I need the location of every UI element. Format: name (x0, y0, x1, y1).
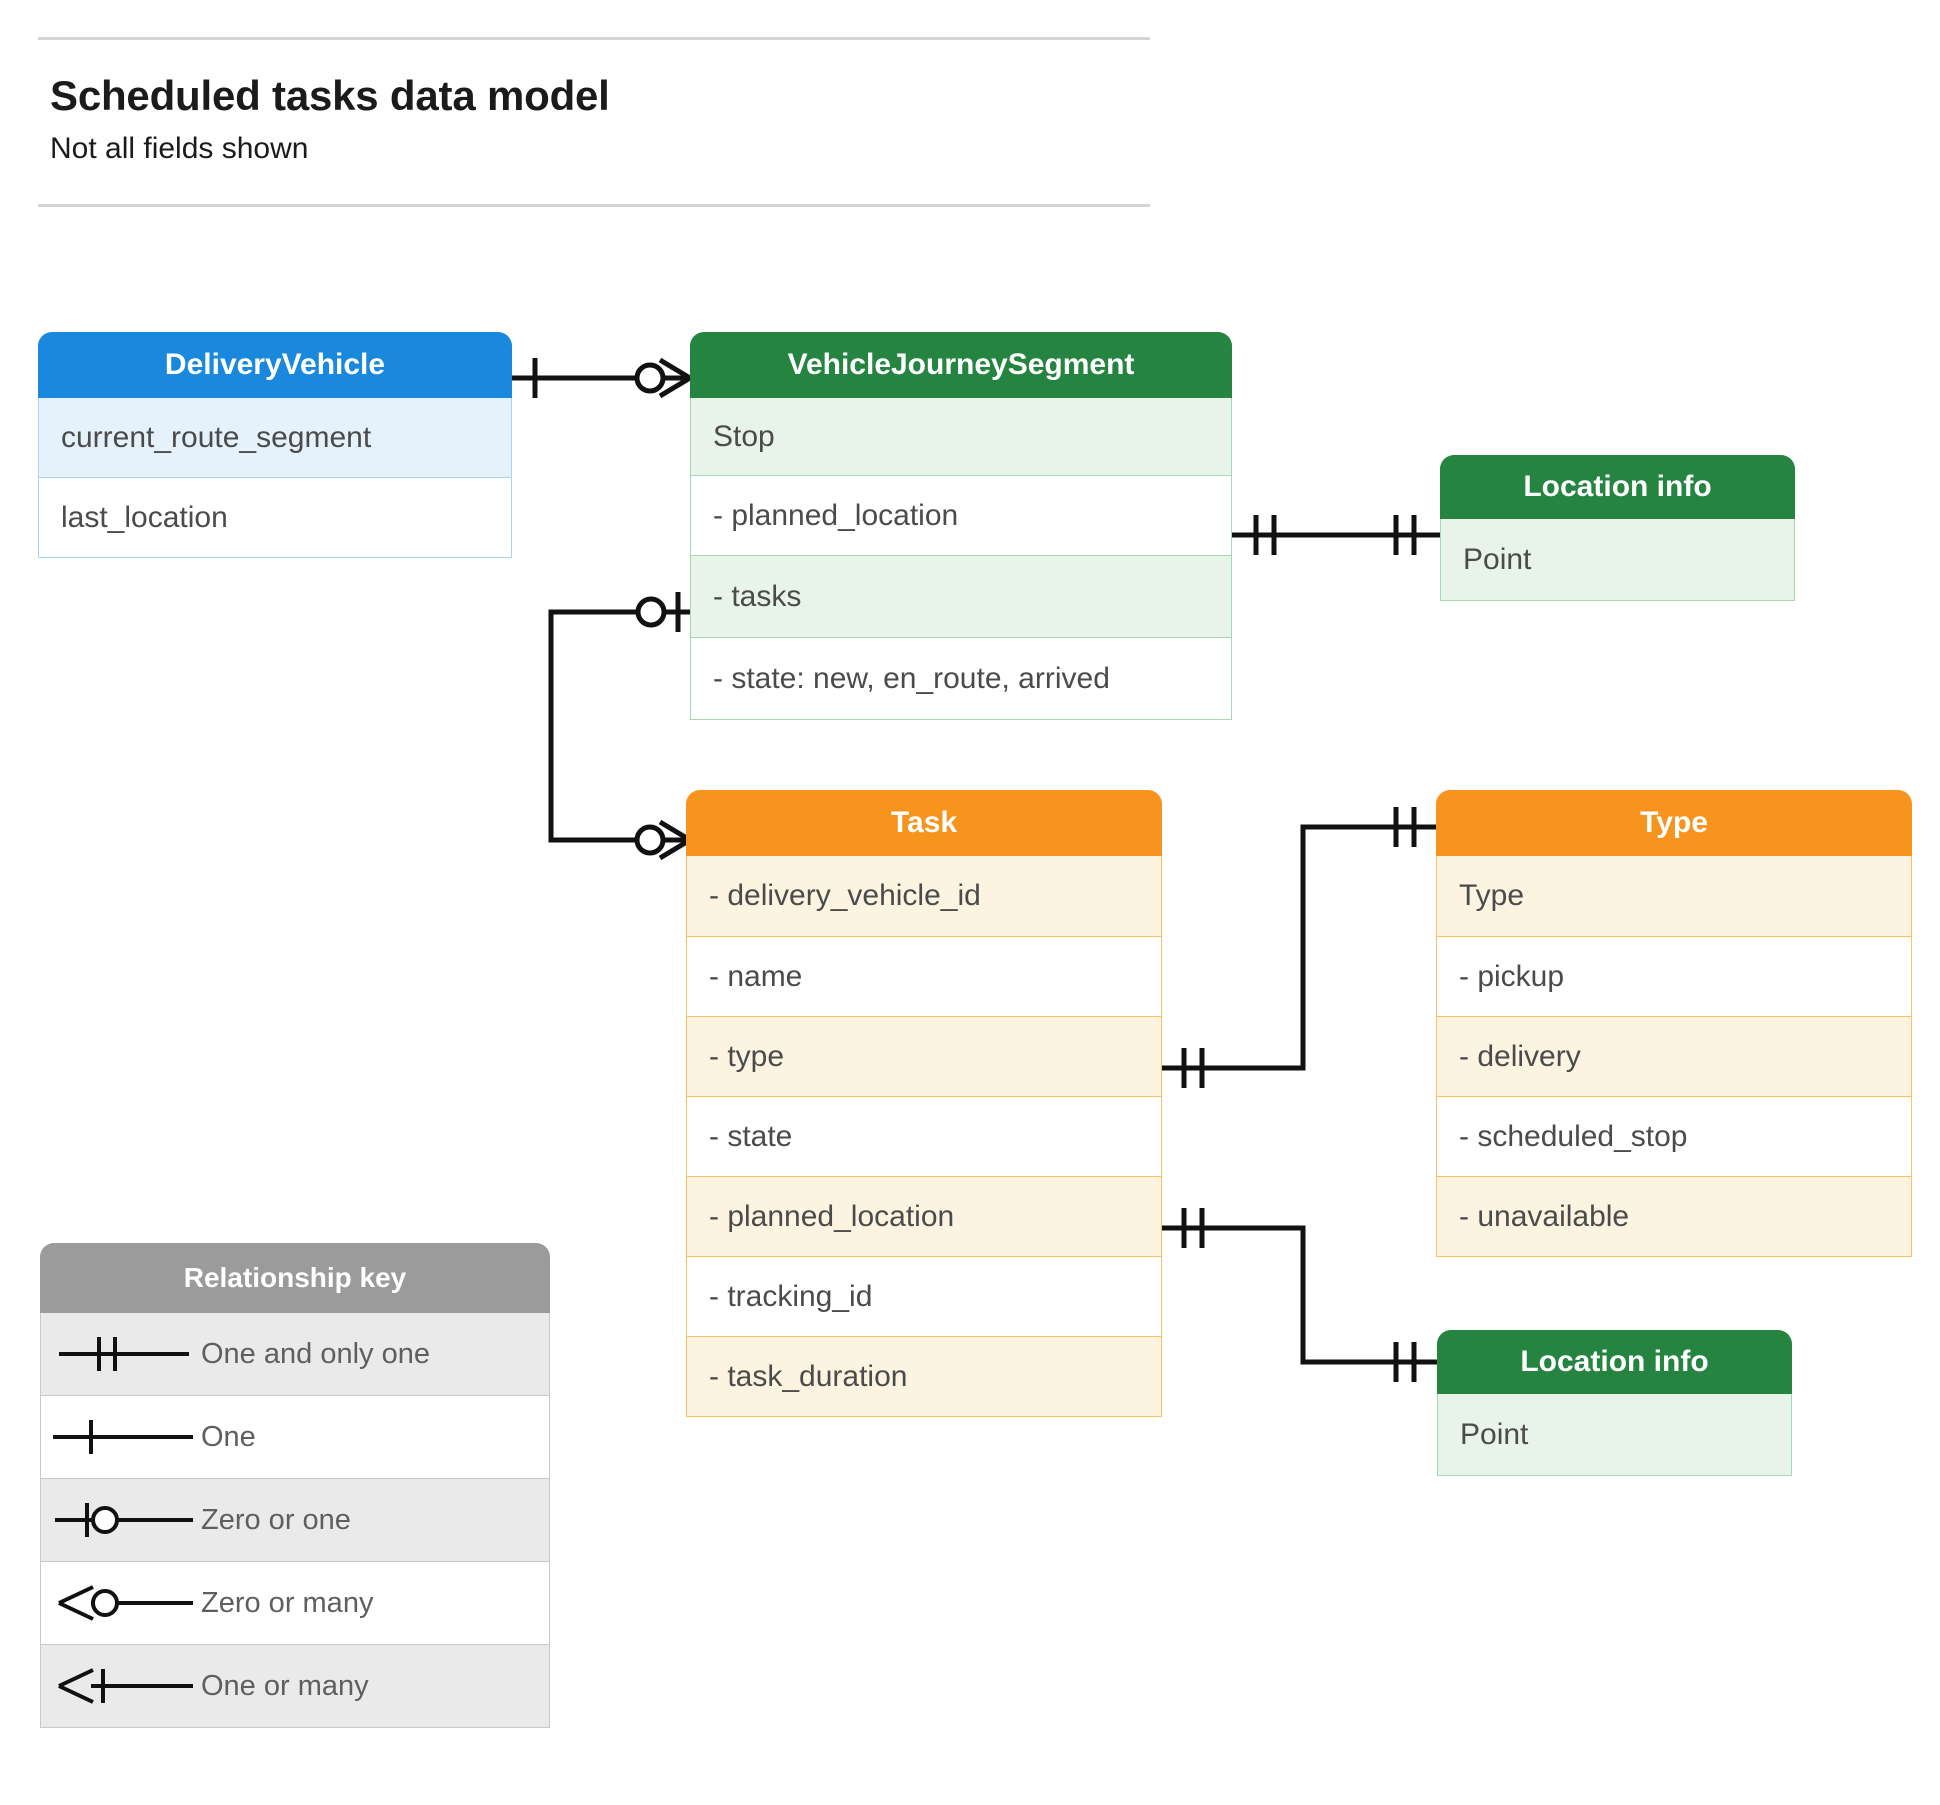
entity-header-vehicle-journey-segment: VehicleJourneySegment (690, 332, 1232, 398)
one-icon (41, 1396, 201, 1478)
connector-task-locationinfo-bottom (1162, 1208, 1440, 1382)
one-or-many-icon (41, 1645, 201, 1727)
legend-item: One or many (40, 1645, 550, 1728)
entity-field: current_route_segment (38, 398, 512, 478)
entity-field: Point (1437, 1394, 1792, 1476)
entity-field: - pickup (1436, 937, 1912, 1017)
entity-field: - name (686, 937, 1162, 1017)
entity-field: - unavailable (1436, 1177, 1912, 1257)
page-subtitle: Not all fields shown (50, 132, 309, 165)
connector-task-type (1162, 807, 1440, 1088)
entity-task[interactable]: Task - delivery_vehicle_id - name - type… (686, 790, 1162, 1417)
connector-vjs-tasks-task (548, 592, 692, 861)
one-and-only-one-icon (41, 1313, 201, 1395)
entity-header-type: Type (1436, 790, 1912, 856)
entity-header-delivery-vehicle: DeliveryVehicle (38, 332, 512, 398)
entity-vehicle-journey-segment[interactable]: VehicleJourneySegment Stop - planned_loc… (690, 332, 1232, 720)
legend-relationship-key[interactable]: Relationship key One and only one One (40, 1243, 550, 1728)
entity-type[interactable]: Type Type - pickup - delivery - schedule… (1436, 790, 1912, 1257)
legend-item-label: One and only one (201, 1337, 430, 1370)
entity-field: Stop (690, 398, 1232, 476)
legend-title: Relationship key (40, 1243, 550, 1313)
entity-field: - tracking_id (686, 1257, 1162, 1337)
header-divider-bottom (38, 204, 1150, 207)
entity-header-location-info-top: Location info (1440, 455, 1795, 519)
header-divider-top (38, 37, 1150, 40)
connector-vjs-locationinfo-top (1232, 515, 1440, 555)
entity-field: - delivery (1436, 1017, 1912, 1097)
legend-item: Zero or many (40, 1562, 550, 1645)
legend-item-label: Zero or one (201, 1503, 351, 1536)
legend-item: Zero or one (40, 1479, 550, 1562)
entity-field: - planned_location (686, 1177, 1162, 1257)
entity-field: - state (686, 1097, 1162, 1177)
page-title: Scheduled tasks data model (50, 72, 610, 119)
entity-field: - task_duration (686, 1337, 1162, 1417)
entity-delivery-vehicle[interactable]: DeliveryVehicle current_route_segment la… (38, 332, 512, 558)
entity-location-info-bottom[interactable]: Location info Point (1437, 1330, 1792, 1476)
legend-item-label: Zero or many (201, 1586, 374, 1619)
entity-field: Type (1436, 856, 1912, 937)
entity-field: last_location (38, 478, 512, 558)
connector-deliveryvehicle-vehiclejourneysegment (512, 357, 692, 399)
entity-field: - type (686, 1017, 1162, 1097)
legend-item: One (40, 1396, 550, 1479)
entity-field: Point (1440, 519, 1795, 601)
legend-item-label: One (201, 1420, 256, 1453)
zero-or-many-icon (41, 1562, 201, 1644)
entity-field: - delivery_vehicle_id (686, 856, 1162, 937)
entity-header-task: Task (686, 790, 1162, 856)
legend-item: One and only one (40, 1313, 550, 1396)
entity-header-location-info-bottom: Location info (1437, 1330, 1792, 1394)
entity-field: - planned_location (690, 476, 1232, 556)
entity-field: - scheduled_stop (1436, 1097, 1912, 1177)
legend-item-label: One or many (201, 1669, 369, 1702)
zero-or-one-icon (41, 1479, 201, 1561)
entity-location-info-top[interactable]: Location info Point (1440, 455, 1795, 601)
entity-field: - tasks (690, 556, 1232, 638)
entity-field: - state: new, en_route, arrived (690, 638, 1232, 720)
